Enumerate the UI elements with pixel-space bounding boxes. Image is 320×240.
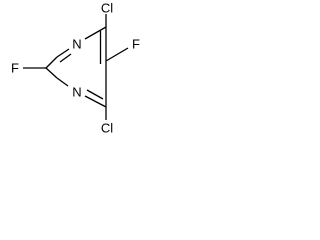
- bond-n1-c6-double: [86, 89, 104, 100]
- bond-c4-n3: [84, 26, 107, 40]
- bond-c5-f: [105, 47, 129, 62]
- bond-c2-n1: [56, 77, 69, 87]
- bond-n3-c2-double: [59, 53, 72, 63]
- atom-label-n-upper: N: [72, 37, 81, 52]
- structure-drawing: Cl F N F N Cl: [11, 1, 140, 136]
- atom-label-cl-bottom: Cl: [101, 121, 113, 136]
- bond-n1-c6: [84, 95, 107, 108]
- atom-label-f-left: F: [11, 61, 19, 76]
- atom-label-n-lower: N: [72, 85, 81, 100]
- bond-c2-apex-top: [45, 56, 58, 69]
- atom-label-cl-top: Cl: [101, 1, 113, 16]
- bond-c2-apex-bottom: [45, 67, 58, 79]
- bond-n3-c2: [56, 48, 70, 58]
- atom-label-f-right: F: [132, 37, 140, 52]
